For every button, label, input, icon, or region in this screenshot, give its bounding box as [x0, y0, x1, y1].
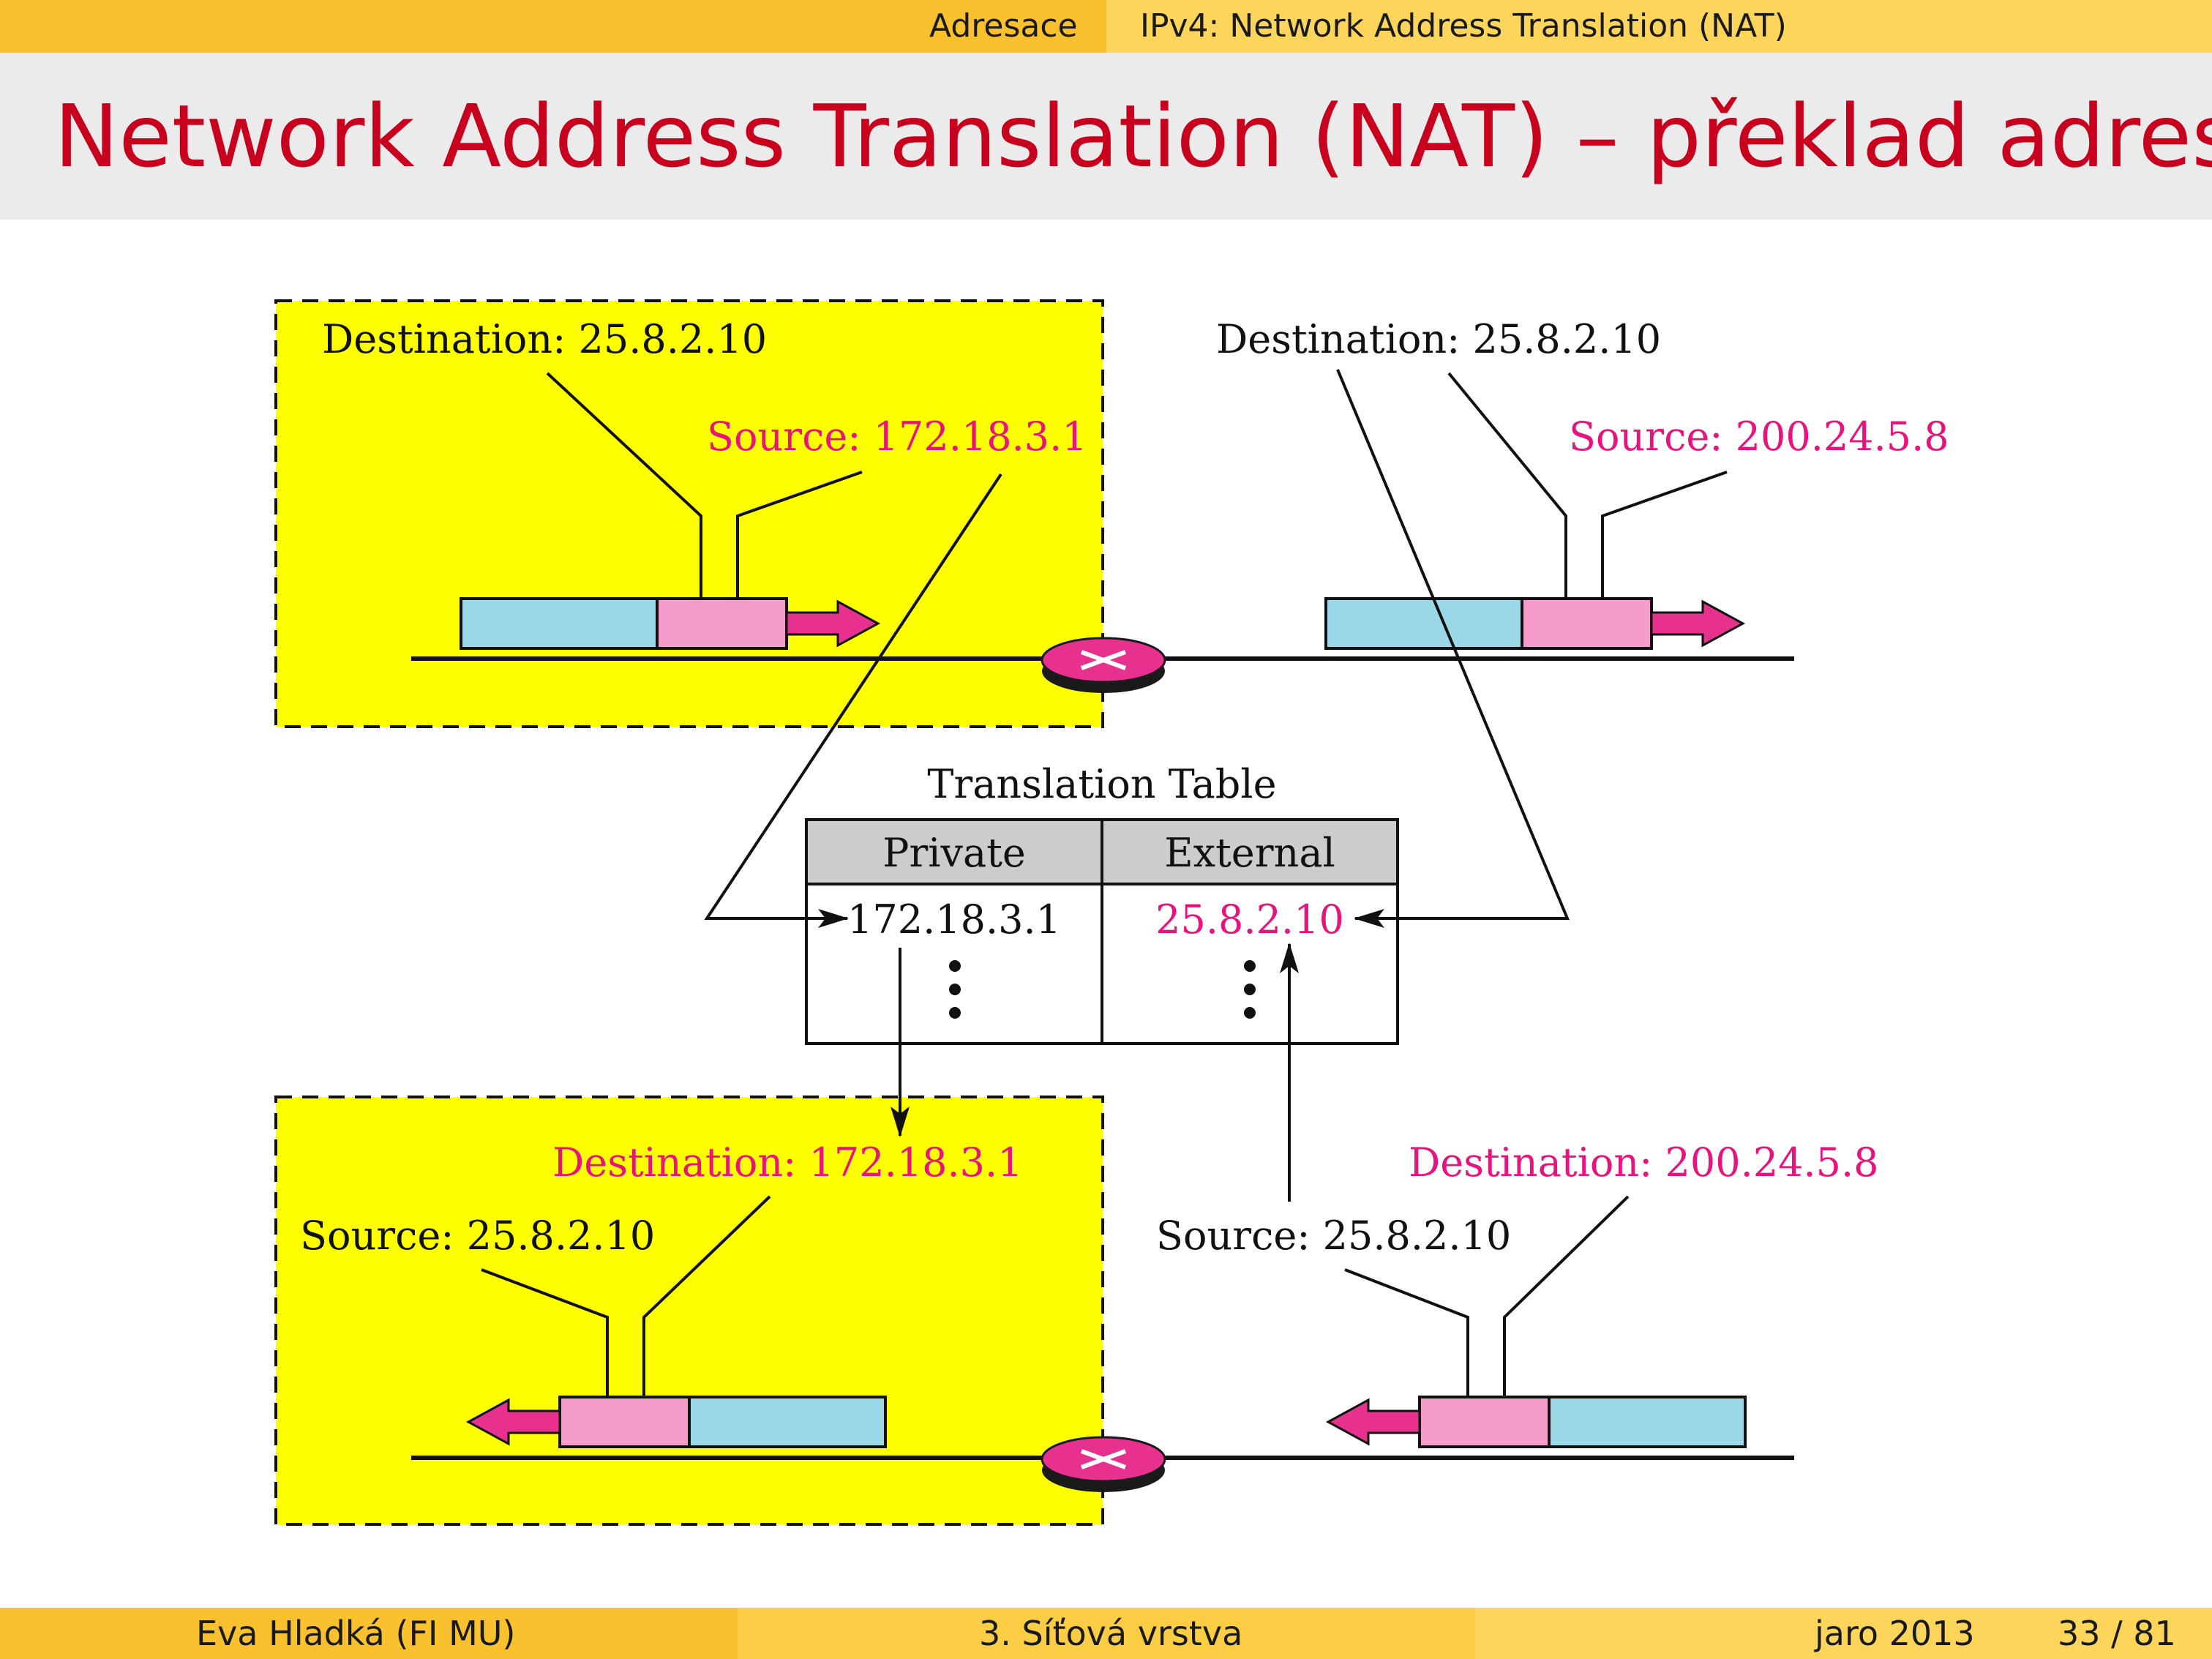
label-source-top-right: Source: 200.24.5.8 — [1569, 413, 1949, 460]
table-cell-private: 172.18.3.1 — [847, 896, 1061, 943]
table-cell-external: 25.8.2.10 — [1155, 896, 1344, 943]
footer-topic: 3. Síťová vrstva — [979, 1614, 1243, 1653]
footer-author-panel — [0, 1608, 738, 1659]
title-bar — [0, 53, 2212, 220]
leader-lines — [481, 372, 1728, 1397]
ellipsis-icon — [949, 960, 1256, 1019]
label-destination-bottom-left: Destination: 172.18.3.1 — [552, 1139, 1023, 1186]
label-destination-top-right: Destination: 25.8.2.10 — [1216, 316, 1661, 362]
footer-author: Eva Hladká (FI MU) — [196, 1614, 516, 1653]
mapping-arrows — [704, 369, 1570, 1202]
direction-arrow-icon — [1325, 1398, 1421, 1446]
nav-section[interactable]: Adresace — [929, 7, 1078, 45]
packet-top-right — [1324, 597, 1746, 650]
private-zone-bottom — [274, 1096, 1104, 1526]
footer-date-panel — [1475, 1608, 2212, 1659]
slide-title: Network Address Translation (NAT) – přek… — [54, 86, 2212, 187]
router-icon-top — [1041, 637, 1166, 693]
packet-bottom-right — [1325, 1396, 1747, 1448]
label-source-bottom-left: Source: 25.8.2.10 — [300, 1213, 655, 1259]
label-destination-bottom-right: Destination: 200.24.5.8 — [1409, 1139, 1879, 1186]
footer-term: jaro 2013 — [1815, 1614, 1975, 1653]
packet-bottom-left — [465, 1396, 887, 1448]
table-header-external: External — [1164, 830, 1335, 876]
label-source-bottom-right: Source: 25.8.2.10 — [1156, 1213, 1511, 1259]
translation-table — [805, 818, 1399, 1045]
footer-page-number: 33 / 81 — [2058, 1614, 2176, 1653]
table-caption: Translation Table — [927, 761, 1276, 807]
footer-topic-panel — [738, 1608, 1475, 1659]
router-icon-bottom — [1041, 1436, 1166, 1492]
direction-arrow-icon — [1650, 599, 1746, 648]
label-destination-top-left: Destination: 25.8.2.10 — [322, 316, 767, 362]
table-header-private: Private — [882, 830, 1026, 876]
label-source-top-left: Source: 172.18.3.1 — [707, 413, 1087, 460]
private-zone-top — [274, 299, 1104, 728]
header-bar-right — [1106, 0, 2212, 53]
nav-subsection[interactable]: IPv4: Network Address Translation (NAT) — [1140, 7, 1787, 45]
packet-top-left — [460, 597, 881, 650]
direction-arrow-icon — [785, 599, 881, 648]
footer-bar: Eva Hladká (FI MU) 3. Síťová vrstva jaro… — [0, 1608, 2212, 1659]
direction-arrow-icon — [465, 1398, 561, 1446]
header-bar-left — [0, 0, 1106, 53]
header-bar: Adresace IPv4: Network Address Translati… — [0, 0, 2212, 53]
